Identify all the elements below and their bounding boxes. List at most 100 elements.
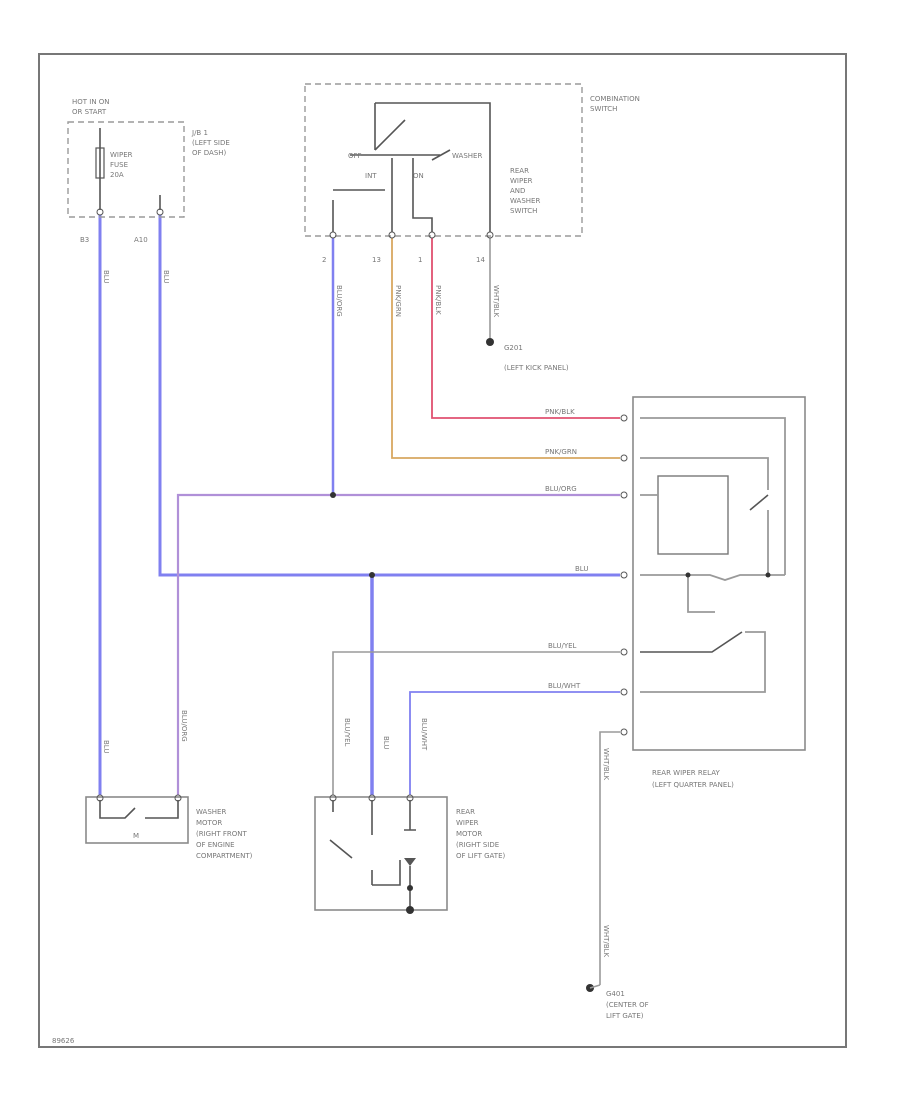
pin-1: 1	[418, 256, 422, 264]
rws-label-5: SWITCH	[510, 207, 537, 215]
wires	[98, 215, 620, 985]
wire-label-wht-blk-2: WHT/BLK	[602, 748, 610, 781]
relay-wire-blu-yel: BLU/YEL	[548, 642, 577, 650]
pin-icon	[406, 794, 414, 802]
jb-label-1: J/B 1	[191, 129, 208, 137]
rws-label-2: WIPER	[510, 177, 533, 185]
rm-label-2: WIPER	[456, 819, 479, 827]
rear-motor-contact	[404, 800, 416, 831]
fuse-label-1: WIPER	[110, 151, 133, 159]
comb-label-2: SWITCH	[590, 105, 617, 113]
wire-label-pnk-blk: PNK/BLK	[434, 285, 442, 315]
pin-icon	[368, 794, 376, 802]
relay-wire-blu-wht: BLU/WHT	[548, 682, 581, 690]
washer-contact	[431, 149, 451, 161]
pin-icon	[329, 231, 337, 239]
junction-dots	[330, 338, 594, 992]
wire-wht-blk-relay	[599, 731, 620, 985]
pos-off: OFF	[348, 152, 362, 160]
rm-label-4: (RIGHT SIDE	[456, 841, 499, 849]
g401-label-2: (CENTER OF	[606, 1001, 649, 1009]
relay-label-1: REAR WIPER RELAY	[652, 769, 720, 777]
pin-icon	[156, 208, 164, 216]
pin-icon	[96, 208, 104, 216]
pin-icon	[96, 794, 104, 802]
wm-label-4: OF ENGINE	[196, 841, 235, 849]
wire-pnk-blk	[431, 238, 620, 419]
hot-label-2: OR START	[72, 108, 107, 116]
pin-icon	[486, 231, 494, 239]
rm-label-3: MOTOR	[456, 830, 482, 838]
relay-path-pnk-blk	[640, 417, 786, 575]
rws-label-4: WASHER	[510, 197, 540, 205]
relay-wire-blu-org: BLU/ORG	[545, 485, 577, 493]
footer-code: 89626	[52, 1037, 75, 1045]
comb-label-1: COMBINATION	[590, 95, 640, 103]
pin-icon	[620, 728, 628, 736]
wire-label-m-blu-wht: BLU/WHT	[420, 718, 428, 751]
pin-icon	[620, 491, 628, 499]
vertical-wire-labels: BLU BLU BLU/ORG PNK/GRN PNK/BLK WHT/BLK …	[102, 270, 610, 958]
rws-label-1: REAR	[510, 167, 529, 175]
pin-14: 14	[476, 256, 485, 264]
relay-path-pnk-grn	[640, 457, 769, 490]
relay-label-2: (LEFT QUARTER PANEL)	[652, 781, 734, 789]
relay-junction	[685, 572, 691, 578]
pin-a10: A10	[134, 236, 148, 244]
relay-box	[632, 396, 806, 751]
pos-washer: WASHER	[452, 152, 482, 160]
rws-label-3: AND	[510, 187, 525, 195]
wire-label-wht-blk-3: WHT/BLK	[602, 925, 610, 958]
jb-dashed-box	[67, 121, 185, 218]
wire-label-m-blu-yel: BLU/YEL	[343, 718, 351, 747]
wm-label-5: COMPARTMENT)	[196, 852, 253, 860]
pin-b3: B3	[80, 236, 89, 244]
wire-blu-main	[158, 215, 620, 577]
pin-icon	[174, 794, 182, 802]
wire-pnk-grn	[391, 238, 620, 459]
rear-motor-node	[407, 885, 413, 891]
pin-icon	[329, 794, 337, 802]
wm-label-2: MOTOR	[196, 819, 222, 827]
relay-wire-pnk-blk: PNK/BLK	[545, 408, 575, 416]
jb-label-2: (LEFT SIDE	[192, 139, 230, 147]
fuse-label-2: FUSE	[110, 161, 128, 169]
relay-wire-blu: BLU	[575, 565, 588, 573]
ground-g201-dot	[486, 338, 494, 346]
wire-blu-wht	[409, 691, 620, 795]
rm-label-1: REAR	[456, 808, 475, 816]
wire-label-blu-org-2: BLU/ORG	[180, 710, 188, 742]
wire-label-pnk-grn: PNK/GRN	[394, 285, 402, 317]
switch-leg-on	[412, 158, 433, 232]
pos-on: ON	[413, 172, 424, 180]
pin-2: 2	[322, 256, 326, 264]
junction-block-1: HOT IN ON OR START WIPER FUSE 20A J/B 1 …	[67, 98, 230, 244]
ground-g401-lead	[589, 984, 601, 989]
rear-motor-ground-dot	[406, 906, 414, 914]
pin-icon	[620, 688, 628, 696]
wire-label-blu-2: BLU	[162, 270, 170, 283]
washer-motor-symbol	[99, 800, 179, 819]
g201-label-1: G201	[504, 344, 523, 352]
relay-wire-pnk-grn: PNK/GRN	[545, 448, 577, 456]
pin-icon	[428, 231, 436, 239]
washer-motor: M WASHER MOTOR (RIGHT FRONT OF ENGINE CO…	[85, 794, 253, 860]
relay-contact	[749, 494, 769, 511]
hot-label-1: HOT IN ON	[72, 98, 110, 106]
combination-switch: OFF INT ON WASHER COMBINATION SWITCH REA…	[304, 83, 640, 264]
pin-icon	[620, 454, 628, 462]
g401-label-3: LIFT GATE)	[606, 1012, 644, 1020]
pin-icon	[388, 231, 396, 239]
switch-common	[375, 102, 491, 232]
pin-icon	[620, 648, 628, 656]
rear-motor-box	[314, 796, 448, 911]
wire-label-blu-1: BLU	[102, 270, 110, 283]
pin-13: 13	[372, 256, 381, 264]
relay-coil	[657, 475, 729, 555]
pin-icon	[620, 571, 628, 579]
wm-label-3: (RIGHT FRONT	[196, 830, 247, 838]
fuse-label-3: 20A	[110, 171, 124, 179]
wire-label-blu-3: BLU	[102, 740, 110, 753]
relay-path-blu-wht	[640, 631, 766, 693]
